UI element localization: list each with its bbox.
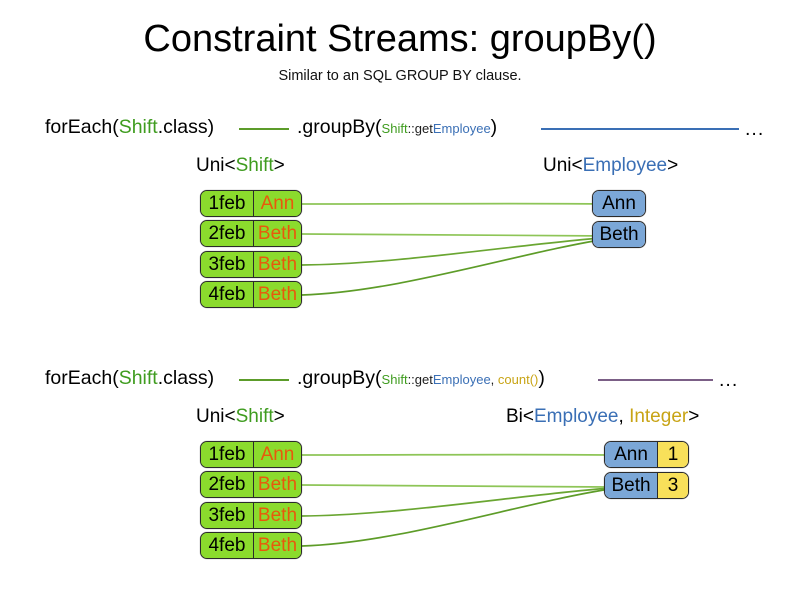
shift-node[interactable]: 1feb Ann (200, 441, 302, 468)
groupby-arg-prop: Employee (432, 372, 491, 387)
employee-count-node[interactable]: Beth 3 (604, 472, 689, 499)
groupby-suffix: ) (538, 367, 545, 389)
groupby-arg-collector: count() (497, 372, 539, 387)
groupby-prefix: .groupBy( (297, 367, 382, 389)
type-left-prefix: Uni< (196, 406, 236, 427)
shift-node[interactable]: 3feb Beth (200, 251, 302, 278)
page-title: Constraint Streams: groupBy() (143, 18, 657, 60)
type-right-prefix: Uni< (543, 155, 583, 176)
type-right-type2: Integer (629, 406, 689, 427)
groupby-arg-owner: Shift (381, 121, 408, 136)
shift-node[interactable]: 3feb Beth (200, 502, 302, 529)
groupby-arg-sep: ::get (407, 121, 433, 136)
link-line (301, 233, 613, 237)
shift-date: 1feb (201, 442, 253, 467)
shift-node[interactable]: 1feb Ann (200, 190, 302, 217)
link-line (301, 488, 611, 547)
code-groupby-line-2: .groupBy(Shift::getEmployee, count()) (297, 367, 545, 389)
employee-count-node[interactable]: Ann 1 (604, 441, 689, 468)
type-right-prefix: Bi< (506, 406, 534, 427)
shift-node[interactable]: 2feb Beth (200, 471, 302, 498)
link-line (301, 487, 611, 517)
groupby-suffix: ) (490, 116, 498, 138)
employee-count: 3 (657, 473, 688, 498)
shift-node[interactable]: 4feb Beth (200, 532, 302, 559)
type-right-sep: , (618, 406, 630, 427)
shift-employee: Beth (252, 503, 301, 528)
shift-node[interactable]: 2feb Beth (200, 220, 302, 247)
type-left-type: Shift (235, 406, 274, 427)
rule-groupby-to-ellipsis-2 (598, 379, 713, 381)
foreach-prefix: forEach( (45, 116, 119, 138)
link-line (301, 484, 611, 488)
ellipsis-2: ... (719, 369, 739, 391)
shift-date: 4feb (201, 282, 253, 307)
type-label-left-2: Uni<Shift> (196, 406, 285, 428)
type-right-suffix: > (688, 406, 700, 427)
type-label-left-1: Uni<Shift> (196, 155, 285, 177)
type-left-prefix: Uni< (196, 155, 236, 176)
shift-employee: Ann (252, 191, 301, 216)
code-foreach-line-2: forEach(Shift.class) (45, 367, 215, 389)
employee-node[interactable]: Beth (592, 221, 646, 248)
code-foreach-line-1: forEach(Shift.class) (45, 116, 215, 138)
shift-employee: Ann (252, 442, 301, 467)
shift-node[interactable]: 4feb Beth (200, 281, 302, 308)
employee-name: Beth (593, 222, 645, 247)
employee-count: 1 (657, 442, 688, 467)
rule-foreach-to-groupby-1 (239, 128, 289, 130)
link-line (301, 236, 613, 266)
shift-date: 2feb (201, 472, 253, 497)
type-label-right-2: Bi<Employee, Integer> (506, 406, 699, 428)
groupby-arg-owner: Shift (381, 372, 408, 387)
type-left-suffix: > (273, 155, 285, 176)
rule-foreach-to-groupby-2 (239, 379, 289, 381)
foreach-suffix: .class) (157, 367, 215, 389)
type-label-right-1: Uni<Employee> (543, 155, 678, 177)
ellipsis-1: ... (745, 118, 765, 140)
foreach-type: Shift (118, 367, 158, 389)
shift-employee: Beth (252, 252, 301, 277)
foreach-suffix: .class) (157, 116, 215, 138)
groupby-arg-comma: , (490, 372, 498, 387)
employee-name: Beth (605, 473, 657, 498)
rule-groupby-to-ellipsis-1 (541, 128, 739, 130)
employee-node[interactable]: Ann (592, 190, 646, 217)
type-right-suffix: > (667, 155, 679, 176)
shift-date: 1feb (201, 191, 253, 216)
shift-date: 3feb (201, 252, 253, 277)
groupby-prefix: .groupBy( (297, 116, 382, 138)
foreach-type: Shift (118, 116, 158, 138)
employee-name: Ann (593, 191, 645, 216)
shift-date: 3feb (201, 503, 253, 528)
code-groupby-line-1: .groupBy(Shift::getEmployee) (297, 116, 498, 138)
foreach-prefix: forEach( (45, 367, 119, 389)
shift-date: 2feb (201, 221, 253, 246)
type-right-type: Employee (582, 155, 668, 176)
groupby-arg-prop: Employee (432, 121, 491, 136)
type-left-type: Shift (235, 155, 274, 176)
shift-employee: Beth (252, 282, 301, 307)
shift-employee: Beth (252, 533, 301, 558)
shift-employee: Beth (252, 221, 301, 246)
page-subtitle: Similar to an SQL GROUP BY clause. (278, 68, 522, 84)
type-right-type: Employee (534, 406, 619, 427)
employee-name: Ann (605, 442, 657, 467)
link-line (301, 237, 613, 296)
shift-date: 4feb (201, 533, 253, 558)
groupby-arg-sep: ::get (407, 372, 433, 387)
shift-employee: Beth (252, 472, 301, 497)
type-left-suffix: > (273, 406, 285, 427)
